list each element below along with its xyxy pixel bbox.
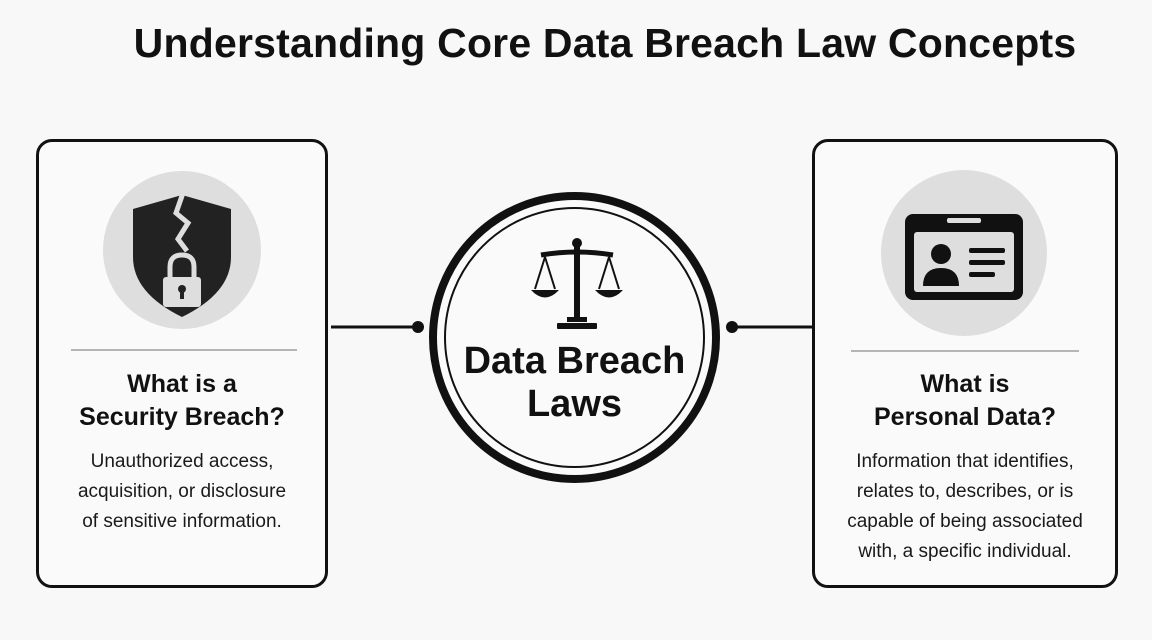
hub-label-line: Laws bbox=[526, 383, 623, 425]
description-line: Information that identifies, bbox=[856, 451, 1074, 472]
personal-data-card: What is Personal Data? Information that … bbox=[812, 139, 1118, 588]
description-line: Unauthorized access, bbox=[90, 451, 274, 472]
scales-of-justice-icon bbox=[531, 238, 623, 329]
page-title: Understanding Core Data Breach Law Conce… bbox=[133, 20, 1077, 66]
description-line: relates to, describes, or is bbox=[856, 481, 1074, 502]
data-breach-laws-hub: Data Breach Laws bbox=[429, 192, 720, 483]
security-breach-divider bbox=[71, 349, 297, 351]
description-line: acquisition, or disclosure bbox=[77, 481, 287, 502]
security-breach-description: Unauthorized access, acquisition, or dis… bbox=[39, 447, 325, 537]
heading-line: What is bbox=[920, 370, 1010, 398]
heading-line: What is a bbox=[127, 370, 237, 398]
description-line: capable of being associated bbox=[847, 511, 1083, 532]
security-breach-heading: What is a Security Breach? bbox=[39, 368, 325, 434]
description-line: of sensitive information. bbox=[82, 511, 282, 532]
id-card-icon bbox=[905, 214, 1023, 300]
personal-data-heading: What is Personal Data? bbox=[815, 368, 1115, 434]
security-breach-card: What is a Security Breach? Unauthorized … bbox=[36, 139, 328, 588]
left-connector-dot bbox=[412, 321, 424, 333]
right-connector-dot bbox=[726, 321, 738, 333]
broken-shield-lock-icon bbox=[133, 192, 231, 317]
hub-inner-ring bbox=[444, 207, 705, 468]
heading-line: Personal Data? bbox=[873, 403, 1056, 431]
hub-label: Data Breach Laws bbox=[437, 340, 712, 426]
personal-data-description: Information that identifies, relates to,… bbox=[815, 447, 1115, 567]
personal-data-divider bbox=[851, 350, 1079, 352]
heading-line: Security Breach? bbox=[79, 403, 285, 431]
personal-data-icon-circle bbox=[881, 170, 1047, 336]
description-line: with, a specific individual. bbox=[858, 541, 1072, 562]
security-breach-icon-circle bbox=[103, 171, 261, 329]
hub-label-line: Data Breach bbox=[463, 340, 686, 382]
